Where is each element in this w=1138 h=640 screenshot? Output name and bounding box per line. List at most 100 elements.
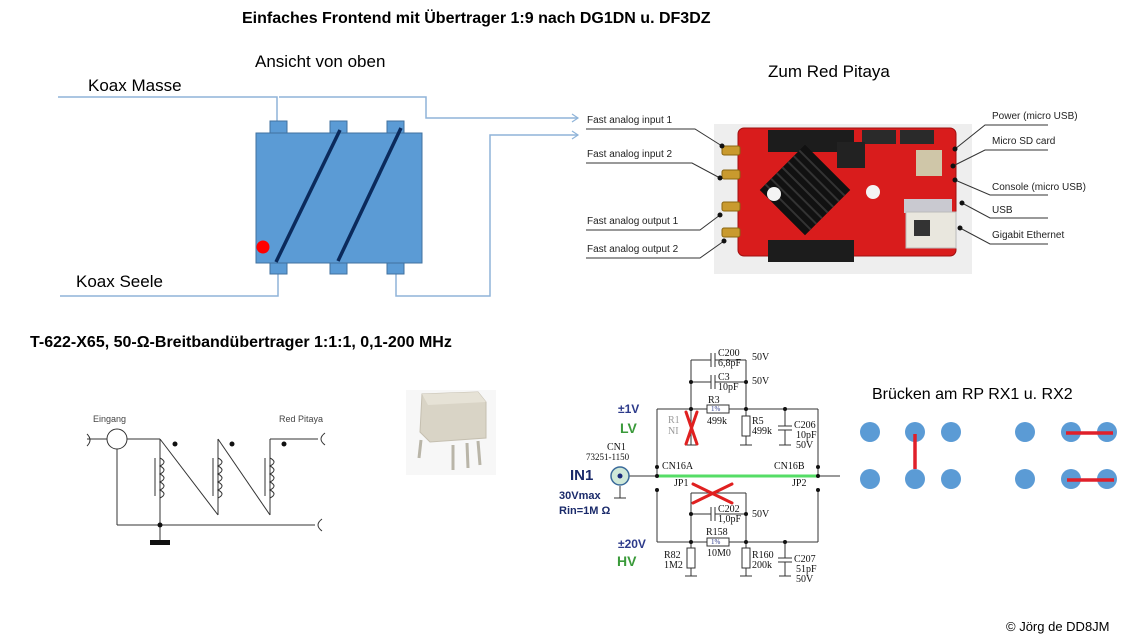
label-console-micro-usb: Console (micro USB) (992, 182, 1086, 193)
left-leaders (586, 128, 725, 259)
dot-3 (281, 441, 287, 447)
sma-in1 (721, 145, 741, 156)
sd-slot (916, 150, 942, 176)
transformer-pins (269, 120, 405, 275)
jp2-label: JP2 (792, 478, 807, 489)
right-leaders (952, 124, 1048, 245)
transformer-spec-heading: T-622-X65, 50-Ω-Breitbandübertrager 1:1:… (30, 334, 452, 351)
dot-1 (172, 441, 178, 447)
c3-label: C3 (718, 372, 730, 383)
r160-label: R160 (752, 550, 774, 561)
usb-port (904, 199, 952, 213)
c206-value: 10pF (796, 430, 817, 441)
label-micro-sd-card: Micro SD card (992, 136, 1056, 147)
label-usb: USB (992, 205, 1013, 216)
transformer-body (255, 132, 423, 264)
sma-out2 (721, 227, 741, 238)
rx1-pads (860, 422, 961, 489)
bridges-heading: Brücken am RP RX1 u. RX2 (872, 386, 1073, 403)
c202-label: C202 (718, 504, 740, 515)
cn1-label: CN1 (607, 442, 626, 453)
header-bottom (768, 240, 854, 262)
label-fast-analog-input-2: Fast analog input 2 (587, 149, 673, 160)
coax-core-label: Koax Seele (76, 272, 163, 291)
r82-value: 1M2 (664, 560, 683, 571)
r3-tolerance: 1% (711, 405, 721, 413)
arrow-input1-icon (571, 113, 580, 123)
output-jack-icon (320, 432, 326, 446)
qr-code (914, 220, 930, 236)
sma-connectors (721, 145, 741, 238)
input-resistance-label: Rin=1M Ω (559, 505, 611, 517)
header-top (768, 130, 854, 152)
c206-label: C206 (794, 420, 816, 431)
c202-voltage: 50V (752, 509, 770, 520)
wires (58, 96, 578, 297)
r1-value: NI (668, 426, 679, 437)
label-fast-analog-output-1: Fast analog output 1 (587, 216, 679, 227)
lv-label: LV (620, 420, 637, 436)
label-gigabit-ethernet: Gigabit Ethernet (992, 230, 1065, 241)
top-view-heading: Ansicht von oben (255, 52, 386, 71)
sata-1 (862, 130, 896, 144)
r158-value: 10M0 (707, 548, 731, 559)
copyright: © Jörg de DD8JM (1006, 619, 1110, 634)
r160-value: 200k (752, 560, 772, 571)
hv-label: HV (617, 553, 637, 569)
cn16a-label: CN16A (662, 461, 694, 472)
r82-label: R82 (664, 550, 681, 561)
wire-to-input2 (395, 134, 578, 297)
r5-value: 499k (752, 426, 772, 437)
cn16b-label: CN16B (774, 461, 805, 472)
coax-ground-label: Koax Masse (88, 76, 182, 95)
sma-out1 (721, 201, 741, 212)
winding-1 (274, 129, 342, 263)
c200-label: C200 (718, 348, 740, 359)
c3-value: 10pF (718, 382, 739, 393)
schematic-output-label: Red Pitaya (279, 414, 324, 424)
hv-range: ±20V (618, 537, 646, 551)
input-jack-icon (86, 433, 91, 447)
c202-value: 1,0pF (718, 514, 742, 525)
r158-label: R158 (706, 527, 728, 538)
fpga-chip (837, 142, 865, 168)
ground-output-jack-icon (317, 518, 323, 532)
standoff-1 (767, 187, 781, 201)
label-power-micro-usb: Power (micro USB) (992, 111, 1078, 122)
label-fast-analog-output-2: Fast analog output 2 (587, 244, 679, 255)
r1-label: R1 (668, 415, 680, 426)
r158-tolerance: 1% (711, 538, 721, 546)
r3-value: 499k (707, 416, 727, 427)
c207-value: 51pF (796, 564, 817, 575)
standoff-2 (866, 185, 880, 199)
sma-in2 (721, 169, 741, 180)
c206-voltage: 50V (796, 440, 814, 451)
ground-symbol-icon (150, 540, 170, 545)
r3-label: R3 (708, 395, 720, 406)
r5-label: R5 (752, 416, 764, 427)
in1-label: IN1 (570, 467, 594, 484)
c207-label: C207 (794, 554, 816, 565)
pin1-marker (256, 240, 270, 254)
label-fast-analog-input-1: Fast analog input 1 (587, 115, 673, 126)
wire-to-input1 (279, 96, 578, 119)
schematic-input-label: Eingang (93, 414, 127, 424)
cn1-part: 73251-1150 (586, 452, 630, 462)
c200-voltage: 50V (752, 352, 770, 363)
c3-voltage: 50V (752, 376, 770, 387)
wire-coax-core (60, 272, 279, 297)
jp1-label: JP1 (674, 478, 689, 489)
arrow-input2-icon (571, 130, 580, 140)
max-voltage-label: 30Vmax (559, 490, 601, 502)
red-pitaya-heading: Zum Red Pitaya (768, 62, 890, 81)
c200-value: 6,8pF (718, 358, 742, 369)
sata-2 (900, 130, 934, 144)
c207-voltage: 50V (796, 574, 814, 585)
dot-2 (229, 441, 235, 447)
wire-coax-ground (58, 96, 278, 122)
